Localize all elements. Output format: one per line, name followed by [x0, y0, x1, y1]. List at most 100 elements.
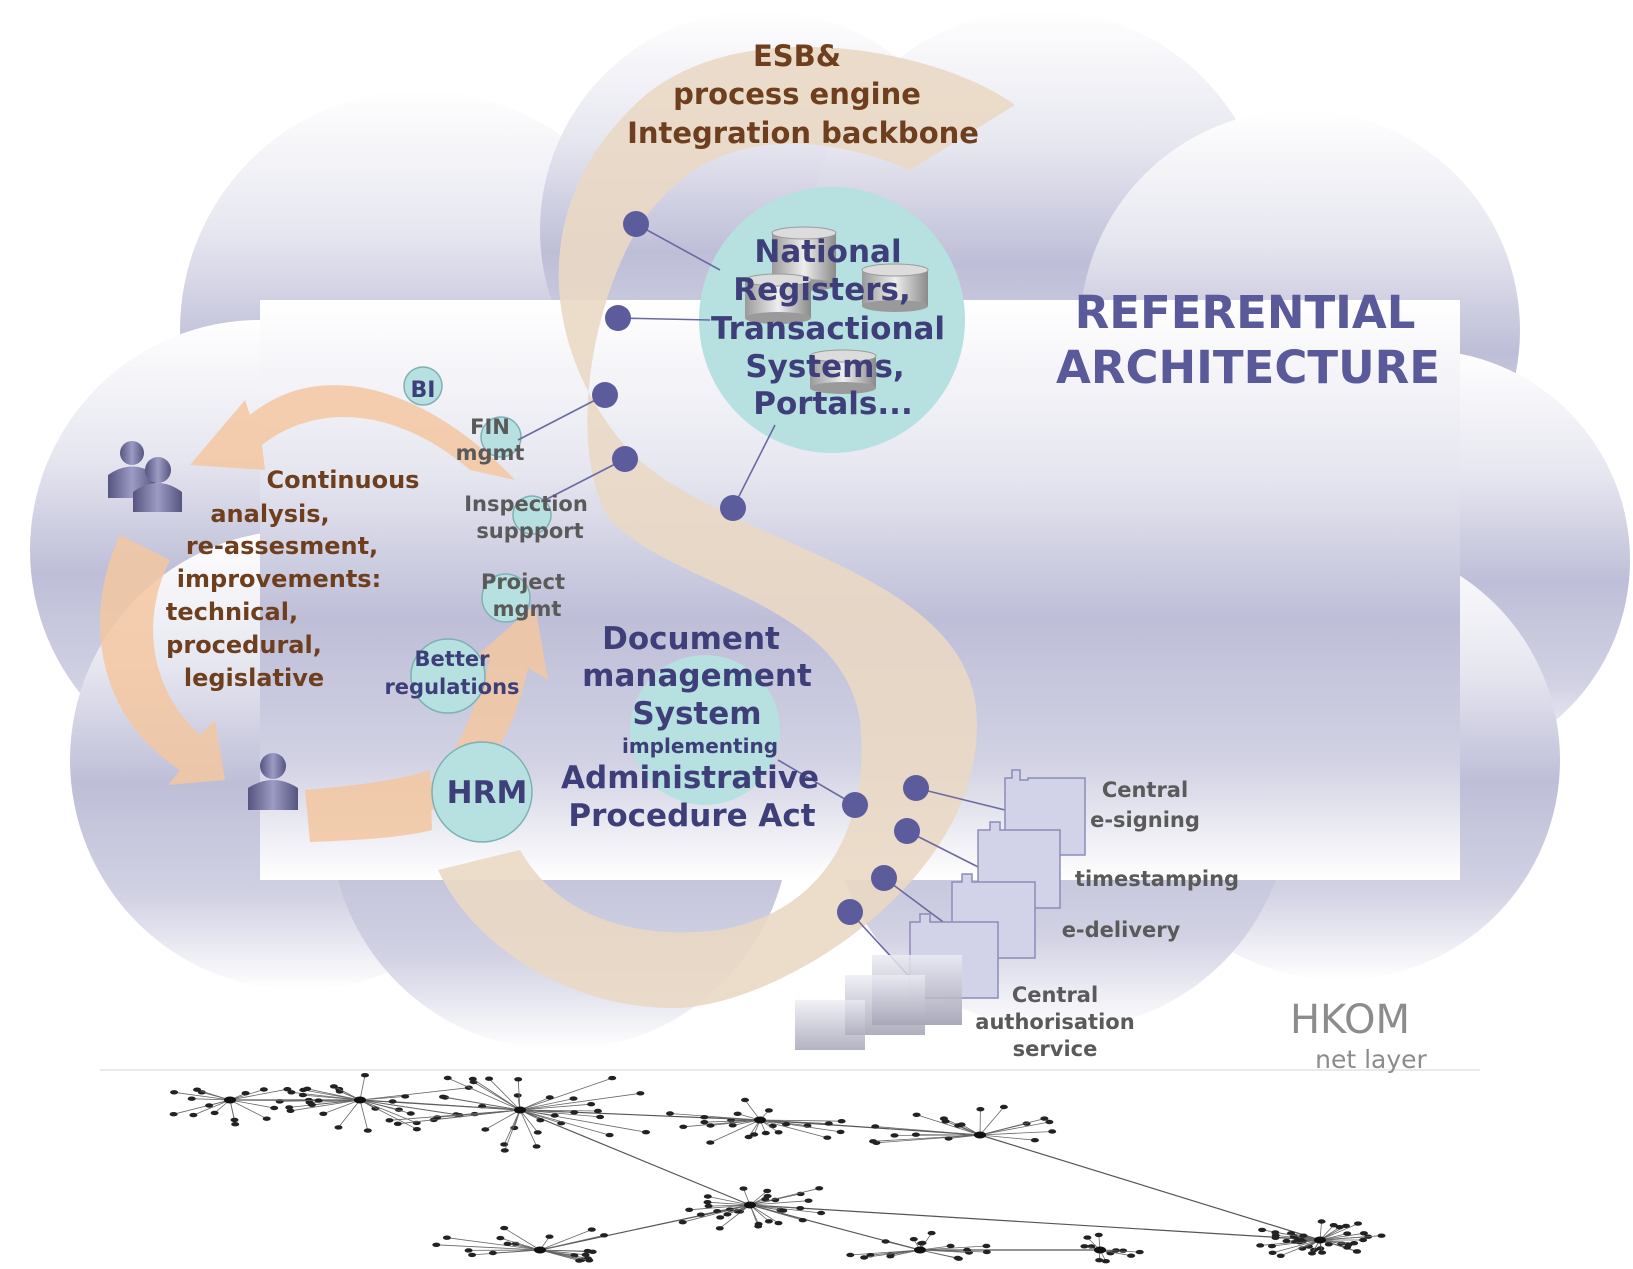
- registers-label-line-3: Transactional: [711, 311, 945, 347]
- network-node: [942, 1119, 950, 1123]
- network-node: [319, 1112, 327, 1116]
- network-edge: [980, 1135, 1320, 1240]
- network-node: [432, 1243, 440, 1247]
- network-node: [723, 1212, 731, 1216]
- network-node: [817, 1211, 825, 1215]
- network-node: [1102, 1259, 1110, 1263]
- network-node: [954, 1256, 962, 1260]
- network-node: [765, 1219, 773, 1223]
- network-hub: [534, 1247, 546, 1254]
- network-edge: [750, 1205, 1320, 1240]
- network-node: [1308, 1251, 1316, 1255]
- network-node: [260, 1087, 268, 1091]
- network-node: [755, 1222, 763, 1226]
- connection-dot: [720, 495, 746, 521]
- network-node: [570, 1096, 578, 1100]
- network-node: [700, 1120, 708, 1124]
- network-node: [594, 1109, 602, 1113]
- network-node: [882, 1239, 890, 1243]
- network-node: [335, 1125, 343, 1129]
- network-node: [211, 1111, 219, 1115]
- network-node: [919, 1241, 927, 1245]
- dms-label-line-1: Document: [602, 621, 780, 657]
- network-node: [407, 1111, 415, 1115]
- network-node: [1000, 1105, 1008, 1109]
- fin-label-line-1: FIN: [470, 415, 510, 439]
- network-branch: [447, 1238, 540, 1250]
- cycle-label-line-1: Continuous: [267, 466, 420, 494]
- network-node: [947, 1244, 955, 1248]
- hkom-label: HKOM: [1290, 997, 1410, 1043]
- network-node: [1354, 1221, 1362, 1225]
- network-node: [705, 1204, 713, 1208]
- project-label-line-1: Project: [481, 570, 565, 594]
- network-node: [700, 1115, 708, 1119]
- network-node: [489, 1251, 497, 1255]
- network-node: [1256, 1243, 1264, 1247]
- network-node: [299, 1093, 307, 1097]
- network-node: [270, 1106, 278, 1110]
- network-branch: [520, 1099, 574, 1110]
- network-node: [231, 1122, 239, 1126]
- network-node: [750, 1132, 758, 1136]
- network-node: [170, 1112, 178, 1116]
- network-hub: [224, 1097, 236, 1104]
- network-node: [231, 1118, 239, 1122]
- network-node: [1272, 1236, 1280, 1240]
- network-branch: [230, 1100, 267, 1119]
- edelivery-label: e-delivery: [1062, 918, 1181, 942]
- network-node: [1345, 1243, 1353, 1247]
- network-node: [443, 1236, 451, 1240]
- auth-label-line-2: authorisation: [975, 1010, 1134, 1034]
- network-node: [439, 1095, 447, 1099]
- network-hub: [914, 1247, 926, 1254]
- network-node: [869, 1139, 877, 1143]
- network-node: [1095, 1258, 1103, 1262]
- network-node: [958, 1122, 966, 1126]
- network-node: [679, 1220, 687, 1224]
- network-hub: [754, 1117, 766, 1124]
- network-node: [775, 1130, 783, 1134]
- network-edge: [750, 1205, 920, 1250]
- connection-dot: [837, 899, 863, 925]
- network-node: [504, 1242, 512, 1246]
- network-node: [685, 1208, 693, 1212]
- network-node: [413, 1127, 421, 1131]
- cycle-label-line-7: legislative: [184, 664, 324, 692]
- network-node: [765, 1108, 773, 1112]
- cycle-label-line-3: re-assesment,: [186, 532, 378, 560]
- timestamping-label: timestamping: [1075, 867, 1239, 891]
- network-node: [1283, 1239, 1291, 1243]
- network-hub: [354, 1097, 366, 1104]
- network-node: [188, 1097, 196, 1101]
- network-graph: [170, 1073, 1386, 1263]
- registers-label-line-5: Portals...: [753, 386, 912, 422]
- connection-dot: [623, 211, 649, 237]
- network-node: [697, 1213, 705, 1217]
- network-node: [587, 1102, 595, 1106]
- network-node: [1378, 1234, 1386, 1238]
- network-node: [666, 1111, 674, 1115]
- connection-dot: [612, 446, 638, 472]
- esb-label-line-1: ESB&: [753, 39, 841, 73]
- auth-label-line-3: service: [1013, 1037, 1098, 1061]
- network-node: [838, 1119, 846, 1123]
- esigning-label-line-2: e-signing: [1090, 808, 1200, 832]
- hrm-label: HRM: [447, 775, 528, 811]
- network-node: [600, 1233, 608, 1237]
- registers-label-line-2: Registers,: [733, 272, 911, 308]
- network-node: [976, 1107, 984, 1111]
- network-node: [799, 1218, 807, 1222]
- network-node: [775, 1221, 783, 1225]
- dms-label-line-6: Procedure Act: [568, 798, 815, 834]
- network-node: [965, 1250, 973, 1254]
- network-node: [913, 1113, 921, 1117]
- network-node: [585, 1258, 593, 1262]
- network-hub: [1094, 1247, 1106, 1254]
- network-branch: [360, 1096, 405, 1100]
- network-node: [707, 1123, 715, 1127]
- network-node: [1271, 1230, 1279, 1234]
- network-node: [891, 1133, 899, 1137]
- connection-dot: [871, 865, 897, 891]
- network-node: [741, 1098, 749, 1102]
